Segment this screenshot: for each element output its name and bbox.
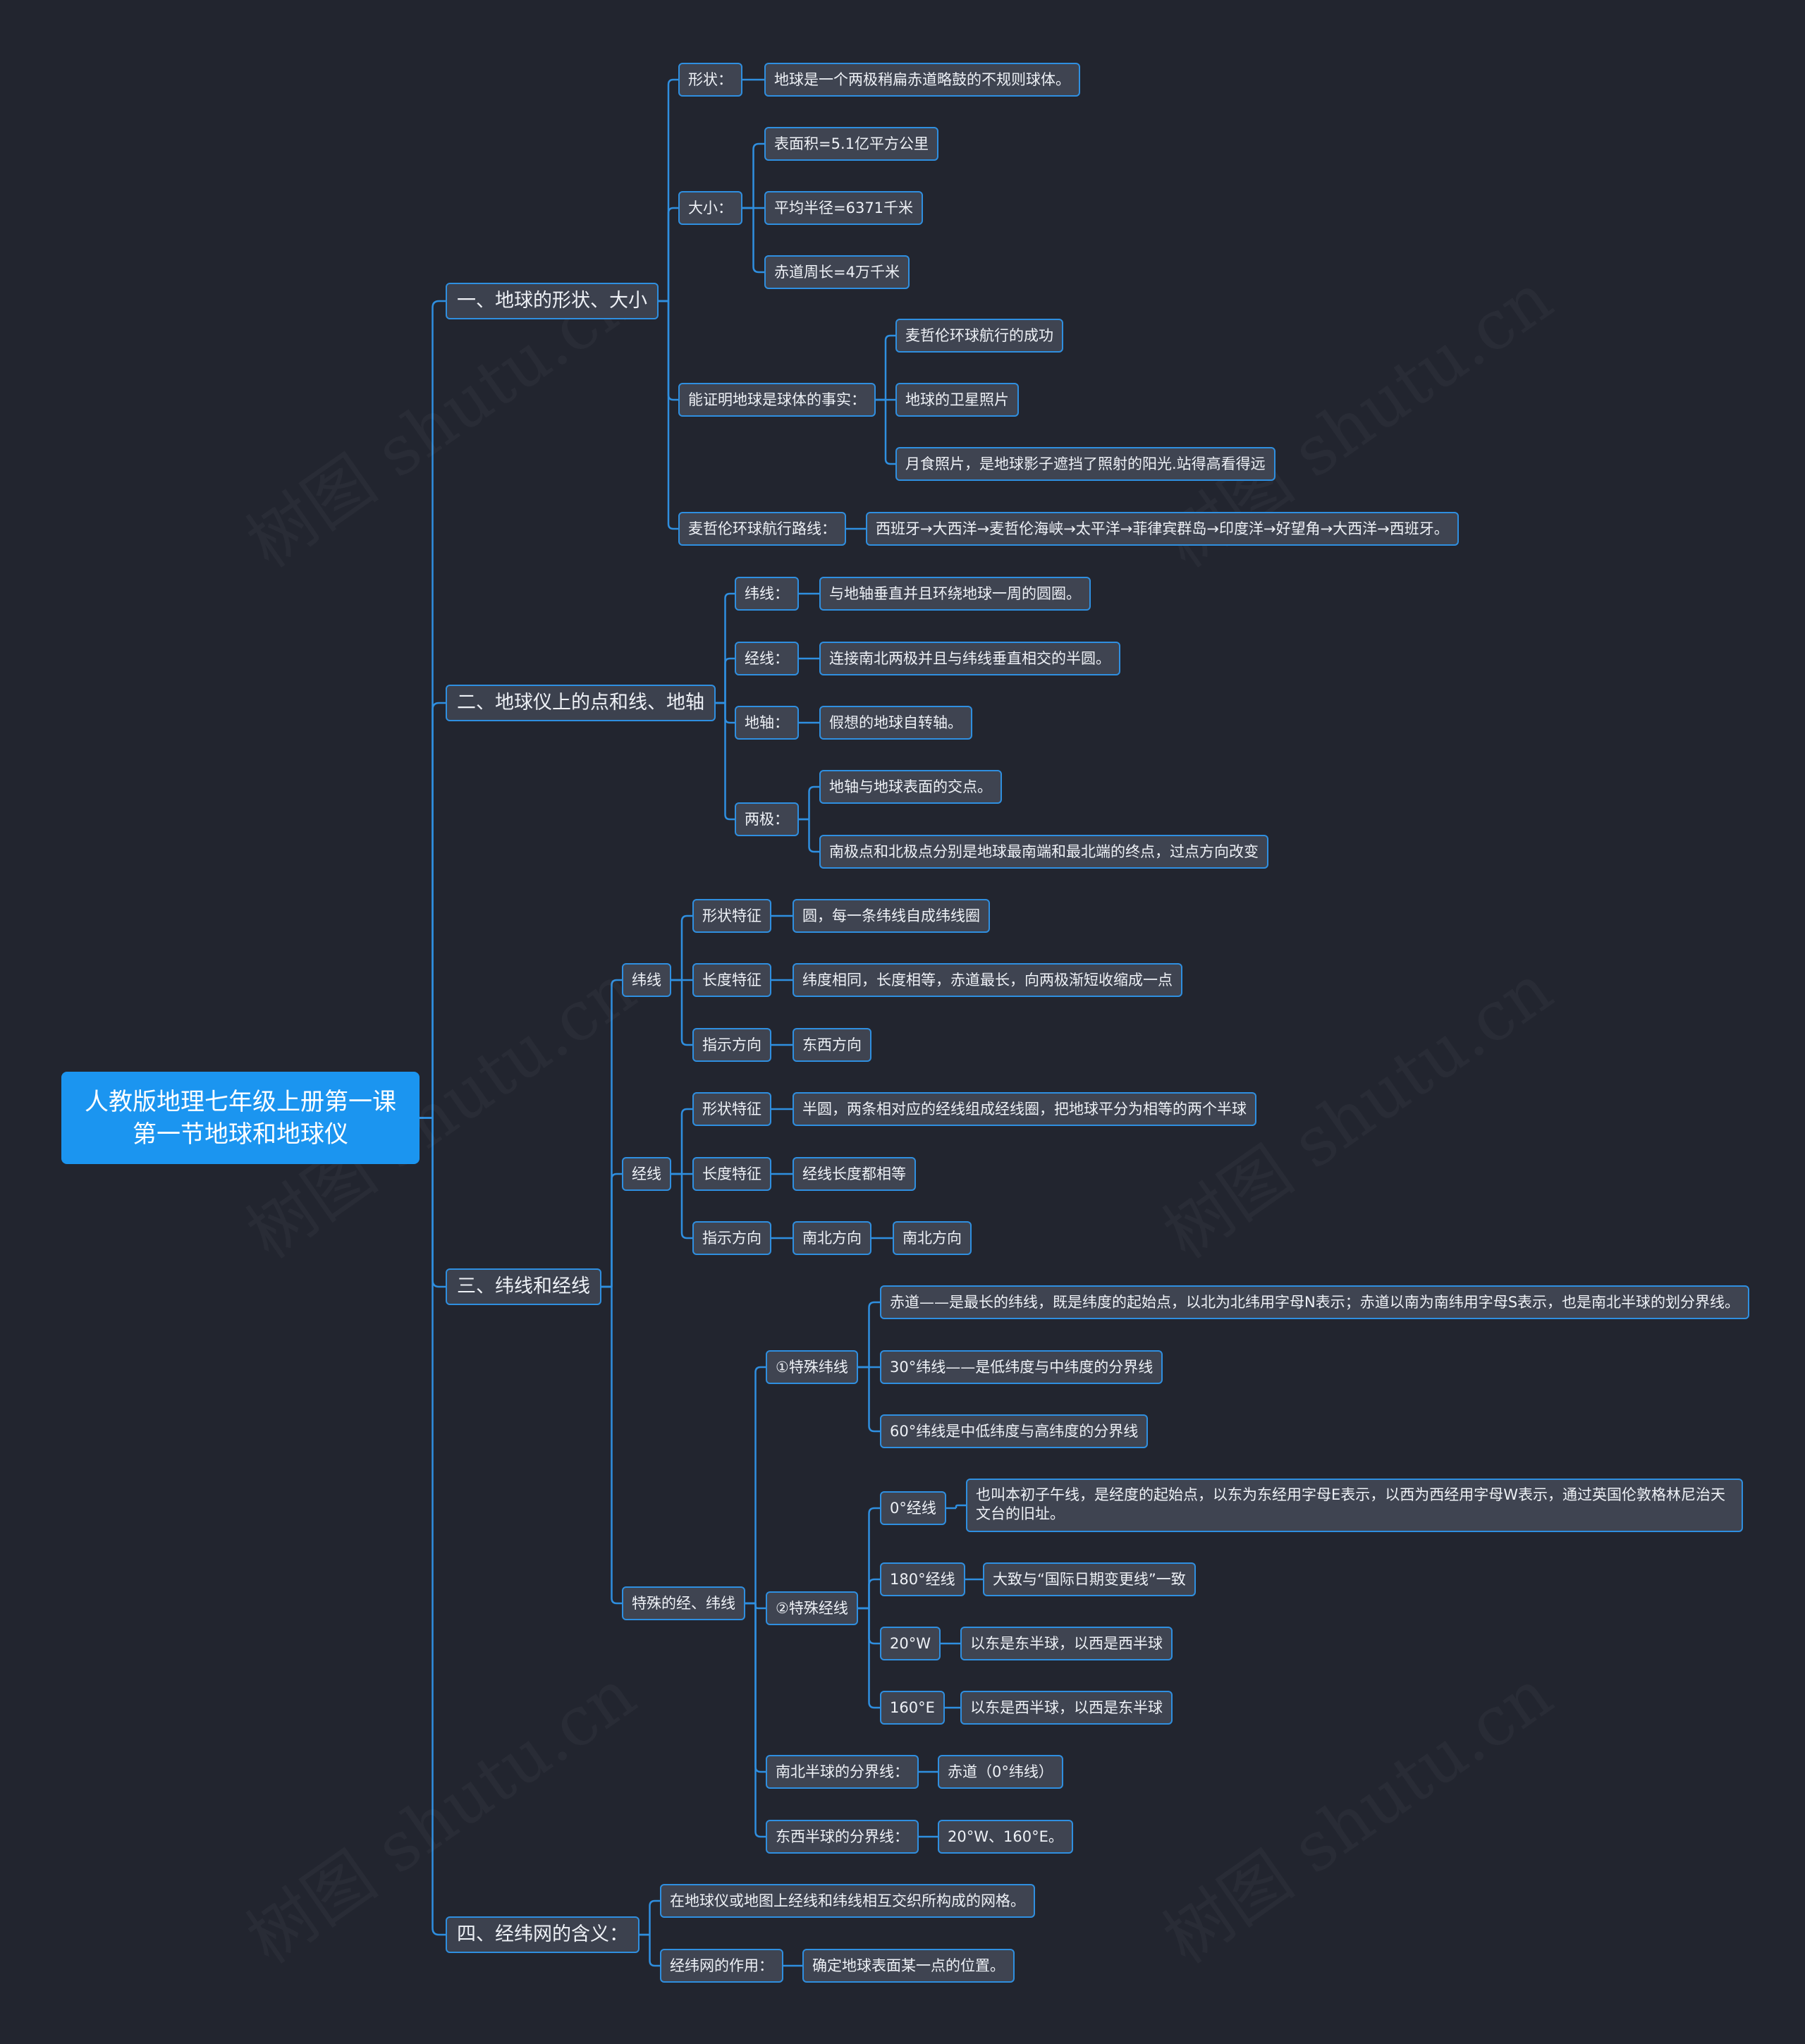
connector-line bbox=[742, 142, 764, 209]
topic-lon-direction-text[interactable]: 南北方向 bbox=[893, 1221, 972, 1255]
connector-line bbox=[858, 1607, 880, 1645]
connector-line bbox=[671, 1173, 692, 1240]
topic-lat-direction-text[interactable]: 东西方向 bbox=[793, 1028, 871, 1062]
connector-line bbox=[716, 702, 735, 821]
topic-size-item[interactable]: 平均半径=6371千米 bbox=[764, 191, 924, 225]
connector-line bbox=[716, 657, 735, 704]
connector-line bbox=[745, 1602, 766, 1610]
topic-lon-shape-text[interactable]: 半圆，两条相对应的经线组成经线圈，把地球平分为相等的两个半球 bbox=[793, 1092, 1256, 1126]
topic-latitude-label[interactable]: 纬线： bbox=[735, 577, 799, 611]
connector-line bbox=[640, 1899, 660, 1936]
connector-line bbox=[601, 1173, 622, 1288]
topic-size-item[interactable]: 赤道周长=4万千米 bbox=[764, 255, 910, 289]
topic-ew-boundary-label[interactable]: 东西半球的分界线： bbox=[766, 1820, 919, 1854]
topic-lon-direction-label[interactable]: 指示方向 bbox=[692, 1221, 771, 1255]
connector-line bbox=[876, 334, 895, 401]
topic-special-lat-item[interactable]: 赤道——是最长的纬线，既是纬度的起始点，以北为北纬用字母N表示；赤道以南为南纬用… bbox=[880, 1285, 1750, 1319]
topic-160e-text[interactable]: 以东是西半球，以西是东半球 bbox=[960, 1691, 1173, 1725]
topic-lon-direction-text[interactable]: 南北方向 bbox=[793, 1221, 871, 1255]
connector-line bbox=[640, 1933, 660, 1967]
connector-line bbox=[799, 785, 819, 821]
topic-160e-label[interactable]: 160°E bbox=[880, 1691, 945, 1725]
topic-size-item[interactable]: 表面积=5.1亿平方公里 bbox=[764, 127, 938, 161]
root-topic[interactable]: 人教版地理七年级上册第一课 第一节地球和地球仪 bbox=[61, 1072, 420, 1164]
topic-special-longitude[interactable]: ②特殊经线 bbox=[766, 1591, 858, 1625]
connector-line bbox=[745, 1602, 766, 1838]
topic-lat-shape-label[interactable]: 形状特征 bbox=[692, 899, 771, 933]
topic-special-latitude[interactable]: ①特殊纬线 bbox=[766, 1350, 858, 1384]
topic-globe-points-lines[interactable]: 二、地球仪上的点和线、地轴 bbox=[446, 685, 716, 721]
connector-line bbox=[659, 300, 678, 530]
connector-line bbox=[858, 1607, 880, 1709]
topic-lat-shape-text[interactable]: 圆，每一条纬线自成纬线圈 bbox=[793, 899, 990, 933]
connector-line bbox=[671, 914, 692, 981]
topic-proof-item[interactable]: 月食照片，是地球影子遮挡了照射的阳光.站得高看得远 bbox=[895, 447, 1275, 481]
topic-axis-text[interactable]: 假想的地球自转轴。 bbox=[819, 706, 972, 740]
topic-latitude-text[interactable]: 与地轴垂直并且环绕地球一周的圆圈。 bbox=[819, 577, 1091, 611]
topic-poles-item[interactable]: 地轴与地球表面的交点。 bbox=[819, 770, 1002, 804]
topic-longitude-label[interactable]: 经线： bbox=[735, 642, 799, 675]
connector-line bbox=[858, 1507, 880, 1610]
connector-line bbox=[742, 207, 764, 274]
topic-graticule-use-label[interactable]: 经纬网的作用： bbox=[660, 1949, 783, 1983]
topic-poles-item[interactable]: 南极点和北极点分别是地球最南端和最北端的终点，过点方向改变 bbox=[819, 835, 1268, 869]
topic-lat-length-text[interactable]: 纬度相同，长度相等，赤道最长，向两极渐短收缩成一点 bbox=[793, 963, 1182, 997]
connector-line bbox=[659, 207, 678, 302]
topic-longitude[interactable]: 经线 bbox=[622, 1157, 671, 1191]
topic-180-meridian-text[interactable]: 大致与“国际日期变更线”一致 bbox=[983, 1562, 1196, 1596]
connector-line bbox=[745, 1602, 766, 1773]
topic-graticule-use-text[interactable]: 确定地球表面某一点的位置。 bbox=[802, 1949, 1015, 1983]
connector-line bbox=[716, 702, 735, 724]
topic-poles-label[interactable]: 两极： bbox=[735, 802, 799, 836]
topic-prime-meridian-text[interactable]: 也叫本初子午线，是经度的起始点，以东为东经用字母E表示，以西为西经用字母W表示，… bbox=[966, 1479, 1743, 1532]
connector-line bbox=[716, 592, 735, 704]
topic-latitude[interactable]: 纬线 bbox=[622, 963, 671, 997]
connector-line bbox=[601, 1285, 622, 1605]
topic-special-lines[interactable]: 特殊的经、纬线 bbox=[622, 1586, 745, 1620]
topic-route-label[interactable]: 麦哲伦环球航行路线： bbox=[678, 512, 846, 546]
topic-20w-text[interactable]: 以东是东半球，以西是西半球 bbox=[960, 1627, 1173, 1660]
connector-line bbox=[858, 1301, 880, 1369]
connector-line bbox=[659, 300, 678, 401]
topic-route-text[interactable]: 西班牙→大西洋→麦哲伦海峡→太平洋→菲律宾群岛→印度洋→好望角→大西洋→西班牙。 bbox=[866, 512, 1459, 546]
connector-line bbox=[671, 979, 692, 1046]
connector-line bbox=[946, 1504, 966, 1510]
topic-shape-size[interactable]: 一、地球的形状、大小 bbox=[446, 283, 659, 319]
topic-ew-boundary-text[interactable]: 20°W、160°E。 bbox=[938, 1820, 1073, 1854]
topic-size-label[interactable]: 大小： bbox=[678, 191, 742, 225]
topic-180-meridian-label[interactable]: 180°经线 bbox=[880, 1562, 965, 1596]
topic-shape-text[interactable]: 地球是一个两极稍扁赤道略鼓的不规则球体。 bbox=[764, 63, 1080, 97]
topic-lat-lon[interactable]: 三、纬线和经线 bbox=[446, 1268, 601, 1305]
topic-ns-boundary-text[interactable]: 赤道（0°纬线） bbox=[938, 1755, 1063, 1789]
connector-line bbox=[659, 78, 678, 302]
topic-lon-shape-label[interactable]: 形状特征 bbox=[692, 1092, 771, 1126]
topic-graticule-meaning[interactable]: 在地球仪或地图上经线和纬线相互交织所构成的网格。 bbox=[660, 1884, 1035, 1918]
connector-line bbox=[799, 818, 819, 853]
topic-20w-label[interactable]: 20°W bbox=[880, 1627, 941, 1660]
topic-graticule[interactable]: 四、经纬网的含义： bbox=[446, 1916, 640, 1953]
topic-axis-label[interactable]: 地轴： bbox=[735, 706, 799, 740]
topic-proof-label[interactable]: 能证明地球是球体的事实： bbox=[678, 383, 876, 417]
connector-line bbox=[671, 1108, 692, 1175]
topic-longitude-text[interactable]: 连接南北两极并且与纬线垂直相交的半圆。 bbox=[819, 642, 1120, 675]
topic-lon-length-text[interactable]: 经线长度都相等 bbox=[793, 1157, 916, 1191]
topic-special-lat-item[interactable]: 60°纬线是中低纬度与高纬度的分界线 bbox=[880, 1414, 1149, 1448]
topic-ns-boundary-label[interactable]: 南北半球的分界线： bbox=[766, 1755, 919, 1789]
watermark: 树图 shutu.cn bbox=[1141, 1641, 1568, 1981]
connector-line bbox=[745, 1366, 766, 1605]
topic-proof-item[interactable]: 麦哲伦环球航行的成功 bbox=[895, 319, 1063, 353]
topic-lat-direction-label[interactable]: 指示方向 bbox=[692, 1028, 771, 1062]
connector-line bbox=[876, 398, 895, 465]
topic-lon-length-label[interactable]: 长度特征 bbox=[692, 1157, 771, 1191]
topic-lat-length-label[interactable]: 长度特征 bbox=[692, 963, 771, 997]
connector-line bbox=[858, 1366, 880, 1433]
topic-shape-label[interactable]: 形状： bbox=[678, 63, 742, 97]
topic-special-lat-item[interactable]: 30°纬线——是低纬度与中纬度的分界线 bbox=[880, 1350, 1163, 1384]
topic-proof-item[interactable]: 地球的卫星照片 bbox=[895, 383, 1019, 417]
topic-prime-meridian-label[interactable]: 0°经线 bbox=[880, 1491, 946, 1525]
connector-line bbox=[858, 1578, 880, 1610]
